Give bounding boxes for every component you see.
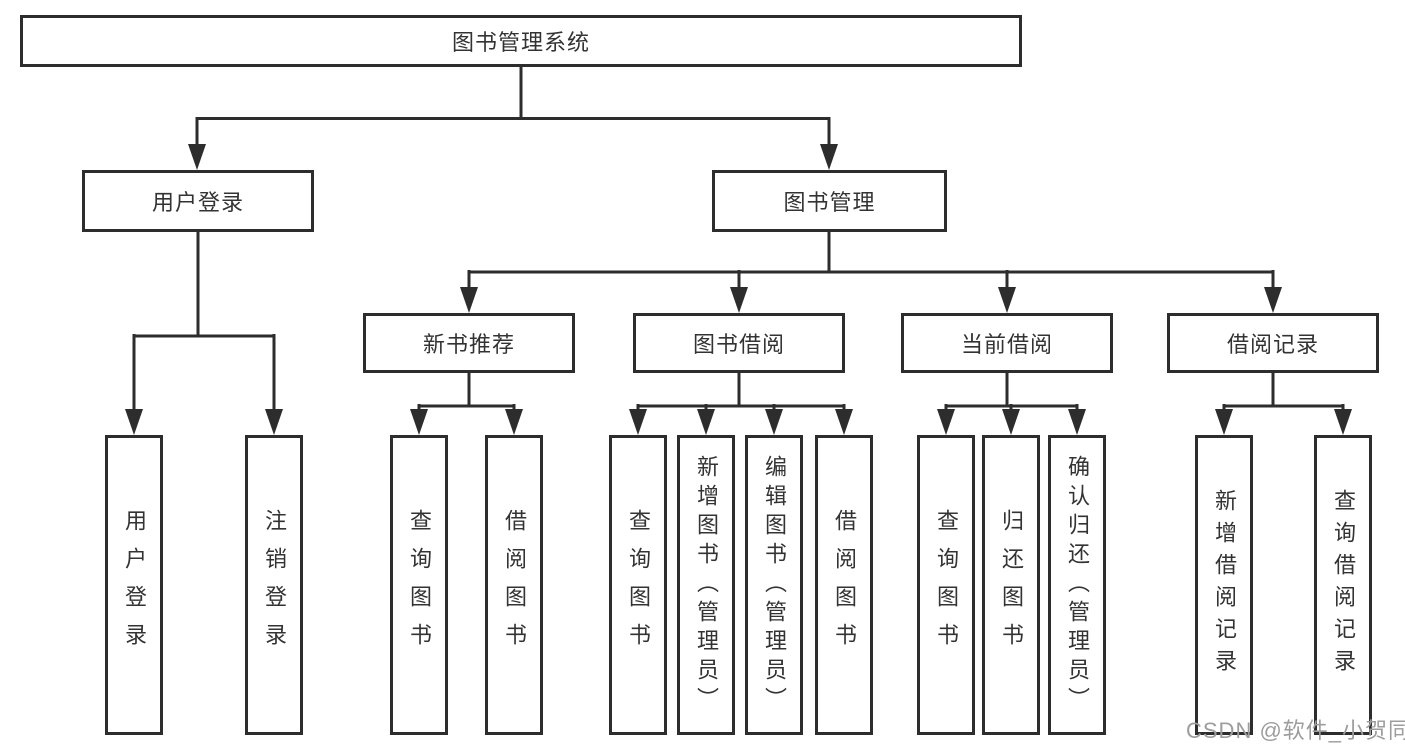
leaf-add-borrow-record-label: 新增借阅记录 — [1212, 489, 1237, 681]
node-new-book-recommend-label: 新书推荐 — [422, 332, 515, 357]
leaf-return-book: 归还图书 — [982, 435, 1040, 735]
node-root: 图书管理系统 — [20, 15, 1022, 67]
leaf-confirm-return-admin: 确认归还（管理员） — [1048, 435, 1106, 735]
node-book-management: 图书管理 — [712, 170, 947, 232]
node-book-borrow: 图书借阅 — [633, 313, 845, 373]
leaf-borrow-books-borrow: 借阅图书 — [815, 435, 873, 735]
leaf-add-book-admin: 新增图书（管理员） — [677, 435, 735, 735]
node-book-management-label: 图书管理 — [783, 190, 876, 215]
node-book-borrow-label: 图书借阅 — [692, 332, 785, 357]
node-user-login: 用户登录 — [82, 170, 314, 232]
node-current-borrow: 当前借阅 — [901, 313, 1113, 373]
leaf-query-books-borrow: 查询图书 — [609, 435, 667, 735]
node-user-login-label: 用户登录 — [151, 190, 244, 215]
leaf-query-books-borrow-label: 查询图书 — [626, 509, 651, 661]
leaf-return-book-label: 归还图书 — [999, 509, 1024, 661]
leaf-query-books-recommend: 查询图书 — [390, 435, 448, 735]
leaf-query-borrow-record: 查询借阅记录 — [1314, 435, 1372, 735]
leaf-query-books-current: 查询图书 — [917, 435, 975, 735]
leaf-user-login-label: 用户登录 — [122, 509, 147, 661]
node-borrow-records-label: 借阅记录 — [1226, 332, 1319, 357]
leaf-borrow-books-borrow-label: 借阅图书 — [832, 509, 857, 661]
leaf-add-book-admin-label: 新增图书（管理员） — [694, 454, 719, 716]
leaf-borrow-books-recommend-label: 借阅图书 — [502, 509, 527, 661]
leaf-edit-book-admin: 编辑图书（管理员） — [745, 435, 803, 735]
node-new-book-recommend: 新书推荐 — [363, 313, 575, 373]
leaf-borrow-books-recommend: 借阅图书 — [485, 435, 543, 735]
leaf-logout: 注销登录 — [245, 435, 303, 735]
leaf-query-borrow-record-label: 查询借阅记录 — [1331, 489, 1356, 681]
leaf-user-login: 用户登录 — [105, 435, 163, 735]
node-current-borrow-label: 当前借阅 — [960, 332, 1053, 357]
leaf-confirm-return-admin-label: 确认归还（管理员） — [1065, 454, 1090, 716]
leaf-logout-label: 注销登录 — [262, 509, 287, 661]
node-borrow-records: 借阅记录 — [1167, 313, 1379, 373]
leaf-query-books-current-label: 查询图书 — [934, 509, 959, 661]
leaf-query-books-recommend-label: 查询图书 — [407, 509, 432, 661]
node-root-label: 图书管理系统 — [451, 30, 590, 55]
leaf-edit-book-admin-label: 编辑图书（管理员） — [762, 454, 787, 716]
leaf-add-borrow-record: 新增借阅记录 — [1195, 435, 1253, 735]
csdn-watermark: CSDN @软件_小贺同学 — [1186, 718, 1405, 743]
